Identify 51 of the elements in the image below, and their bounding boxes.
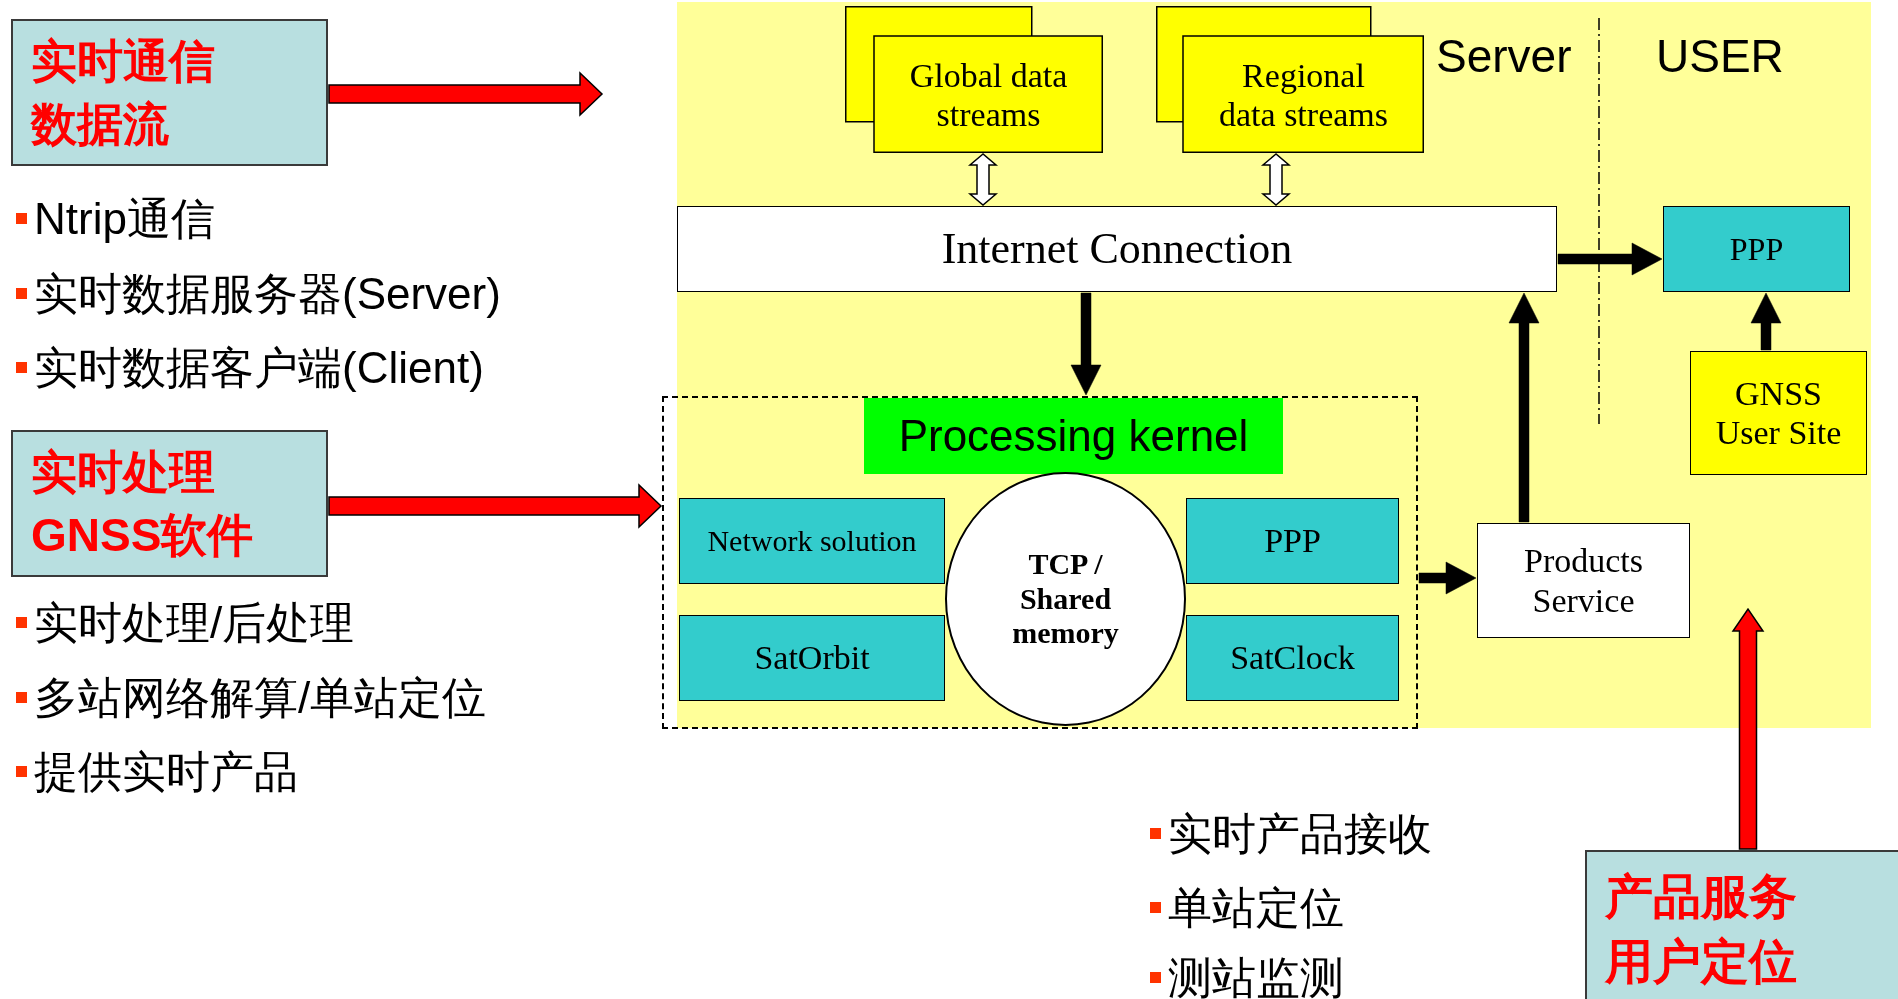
bullet-item: 实时处理/后处理: [16, 595, 355, 651]
title-box: [11, 430, 328, 577]
bullet-item: 实时产品接收: [1150, 806, 1432, 862]
node-label: SatOrbit: [754, 638, 870, 678]
node-label: 产品服务用户定位: [1605, 869, 1798, 990]
node-label: Processing kernel: [898, 410, 1249, 462]
process-box: [1477, 523, 1690, 638]
bullet-item: 提供实时产品: [16, 744, 298, 800]
module-box: [1663, 206, 1850, 292]
node-label: GNSS User Site: [1714, 373, 1843, 453]
module-box: [679, 615, 945, 701]
node-label: SatClock: [1230, 638, 1355, 678]
arrow: [1557, 242, 1663, 276]
bullet-item: 实时数据服务器(Server): [16, 266, 501, 322]
arrow: [1508, 292, 1540, 523]
double-arrow: [967, 153, 999, 206]
node-label: Internet Connection: [941, 223, 1293, 275]
site-box: [1690, 351, 1867, 475]
module-box: [1186, 615, 1399, 701]
node-label: TCP / Shared memory: [1011, 547, 1120, 651]
stacked-box: [1156, 6, 1424, 153]
stacked-box: [845, 6, 1103, 153]
node-label: Global data streams: [908, 55, 1069, 134]
bullet-item: 测站监测: [1150, 950, 1344, 999]
node-label: Network solution: [707, 523, 917, 559]
region-label: USER: [1656, 29, 1784, 84]
node-label: Products Service: [1523, 541, 1644, 620]
dashed-region: [662, 396, 1418, 729]
module-box: [1186, 498, 1399, 584]
process-box: [677, 206, 1557, 292]
arrow: [1070, 292, 1102, 396]
node-label: 实时处理GNSS软件: [31, 445, 255, 563]
arrow: [328, 483, 663, 529]
module-box: [679, 498, 945, 584]
arrow: [1418, 561, 1477, 595]
node-label: 实时通信数据流: [31, 34, 216, 152]
arrow: [1750, 292, 1782, 351]
bullet-item: 实时数据客户端(Client): [16, 340, 484, 396]
double-arrow: [1260, 153, 1292, 206]
bullet-item: 单站定位: [1150, 880, 1344, 936]
title-box: [1585, 850, 1898, 999]
node-label: Regional data streams: [1218, 55, 1389, 134]
bullet-item: Ntrip通信: [16, 191, 215, 247]
arrow: [328, 71, 604, 117]
bullet-item: 多站网络解算/单站定位: [16, 670, 487, 726]
title-box: [11, 19, 328, 166]
node-label: PPP: [1264, 521, 1321, 561]
arrow: [1731, 607, 1765, 850]
node-label: PPP: [1729, 230, 1784, 268]
heading-box: [864, 398, 1283, 474]
region-label: Server: [1436, 29, 1572, 84]
